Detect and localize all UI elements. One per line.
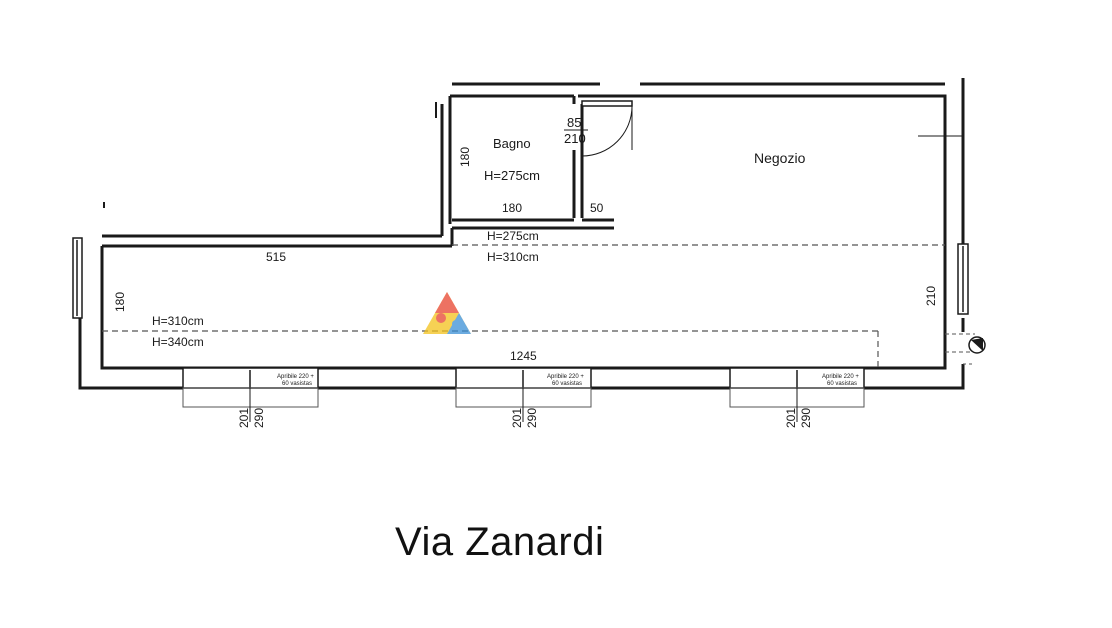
dim-right-depth: 210	[924, 286, 938, 306]
dim-left-depth: 180	[113, 292, 127, 312]
ceiling-310-lower-label: H=310cm	[152, 314, 204, 328]
ceiling-change-lines	[102, 244, 945, 368]
window-3-dim-b: 290	[799, 408, 813, 428]
window-2-dim-b: 290	[525, 408, 539, 428]
negozio-label: Negozio	[754, 150, 806, 166]
dim-wall-stub: 50	[590, 201, 604, 215]
right-side-window	[957, 243, 969, 315]
watermark-logo	[423, 292, 471, 334]
side-entrance	[945, 333, 986, 365]
front-window-2	[455, 367, 592, 422]
door-height-label: 210	[564, 131, 586, 146]
dim-bagno-bottom: 180	[502, 201, 522, 215]
ceiling-340-label: H=340cm	[152, 335, 204, 349]
window-1-note-line2: 60 vasistas	[282, 381, 312, 387]
window-2-note-line1: Apribile 220 +	[547, 374, 584, 380]
shop-outline	[78, 238, 965, 390]
window-1-note-line1: Apribile 220 +	[277, 374, 314, 380]
window-3-note-line1: Apribile 220 +	[822, 374, 859, 380]
exterior-marks	[103, 102, 437, 208]
top-exterior-wall	[452, 78, 965, 332]
upper-left-wall	[102, 104, 452, 248]
front-window-3	[729, 367, 865, 422]
bagno-label: Bagno	[493, 136, 531, 151]
window-3-dim-a: 201	[784, 408, 798, 428]
window-1-dim-b: 290	[252, 408, 266, 428]
bagno-door	[581, 100, 633, 157]
window-3-note-line2: 60 vasistas	[827, 381, 857, 387]
dim-total-length: 1245	[510, 349, 537, 363]
street-name: Via Zanardi	[395, 520, 605, 564]
shop-inner-wall	[100, 94, 947, 370]
window-2-dim-a: 201	[510, 408, 524, 428]
ceiling-275-label: H=275cm	[487, 229, 539, 243]
dim-bagno-left: 180	[458, 147, 472, 167]
front-window-1	[182, 367, 319, 422]
dim-front-length: 515	[266, 250, 286, 264]
left-side-window	[72, 237, 83, 319]
ceiling-310-upper-label: H=310cm	[487, 250, 539, 264]
door-width-label: 85	[567, 115, 581, 130]
bagno-height-label: H=275cm	[484, 168, 540, 183]
window-1-dim-a: 201	[237, 408, 251, 428]
bagno-walls	[448, 94, 614, 246]
window-2-note-line2: 60 vasistas	[552, 381, 582, 387]
